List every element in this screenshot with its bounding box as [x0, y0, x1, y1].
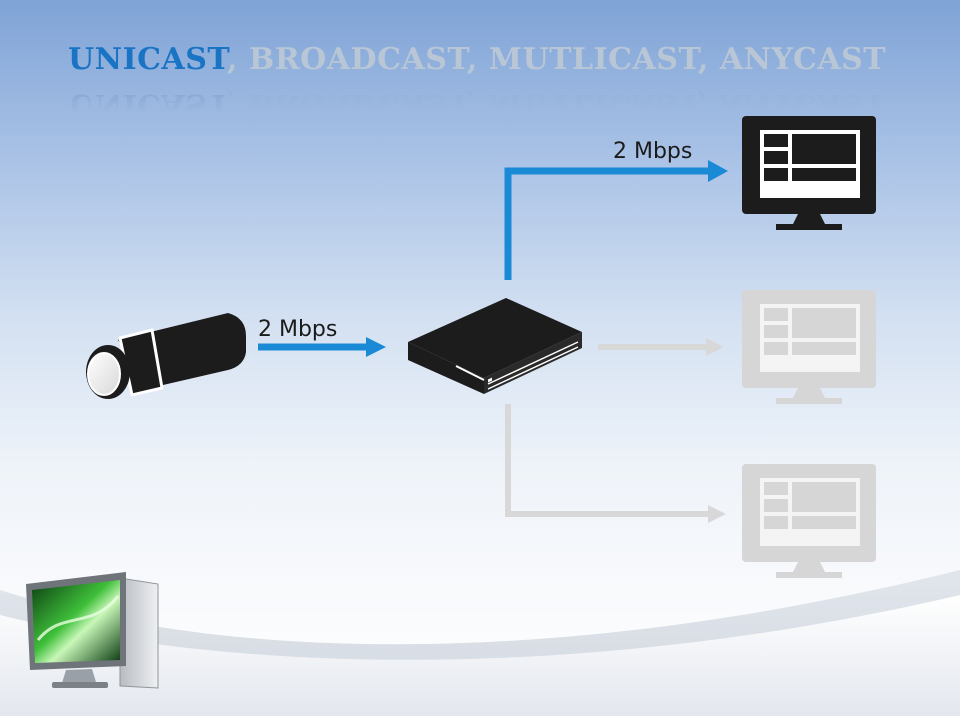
output-rate-label: 2 Mbps: [613, 139, 693, 164]
computer-logo-icon: [26, 572, 159, 689]
input-rate-label: 2 Mbps: [258, 317, 338, 342]
slide-title-block: UNICAST, BROADCAST, MUTLICAST, ANYCAST U…: [68, 40, 918, 130]
title-rest: , BROADCAST, MUTLICAST, ANYCAST: [226, 42, 887, 77]
inactive-arrow-bottom: [505, 404, 726, 523]
network-switch-icon: [408, 298, 582, 394]
decorative-wave: [0, 570, 960, 716]
switch-ports: [487, 341, 579, 390]
inactive-arrow-middle: [598, 338, 724, 356]
monitor-icon: [742, 290, 876, 404]
monitor-icon: [742, 464, 876, 578]
output-stream-arrow: [504, 160, 728, 280]
camera-icon: [86, 313, 246, 399]
slide-title: UNICAST, BROADCAST, MUTLICAST, ANYCAST: [68, 40, 918, 80]
title-highlight: UNICAST: [68, 42, 227, 77]
monitor-icon: [742, 116, 876, 230]
input-stream-arrow: [258, 337, 386, 357]
